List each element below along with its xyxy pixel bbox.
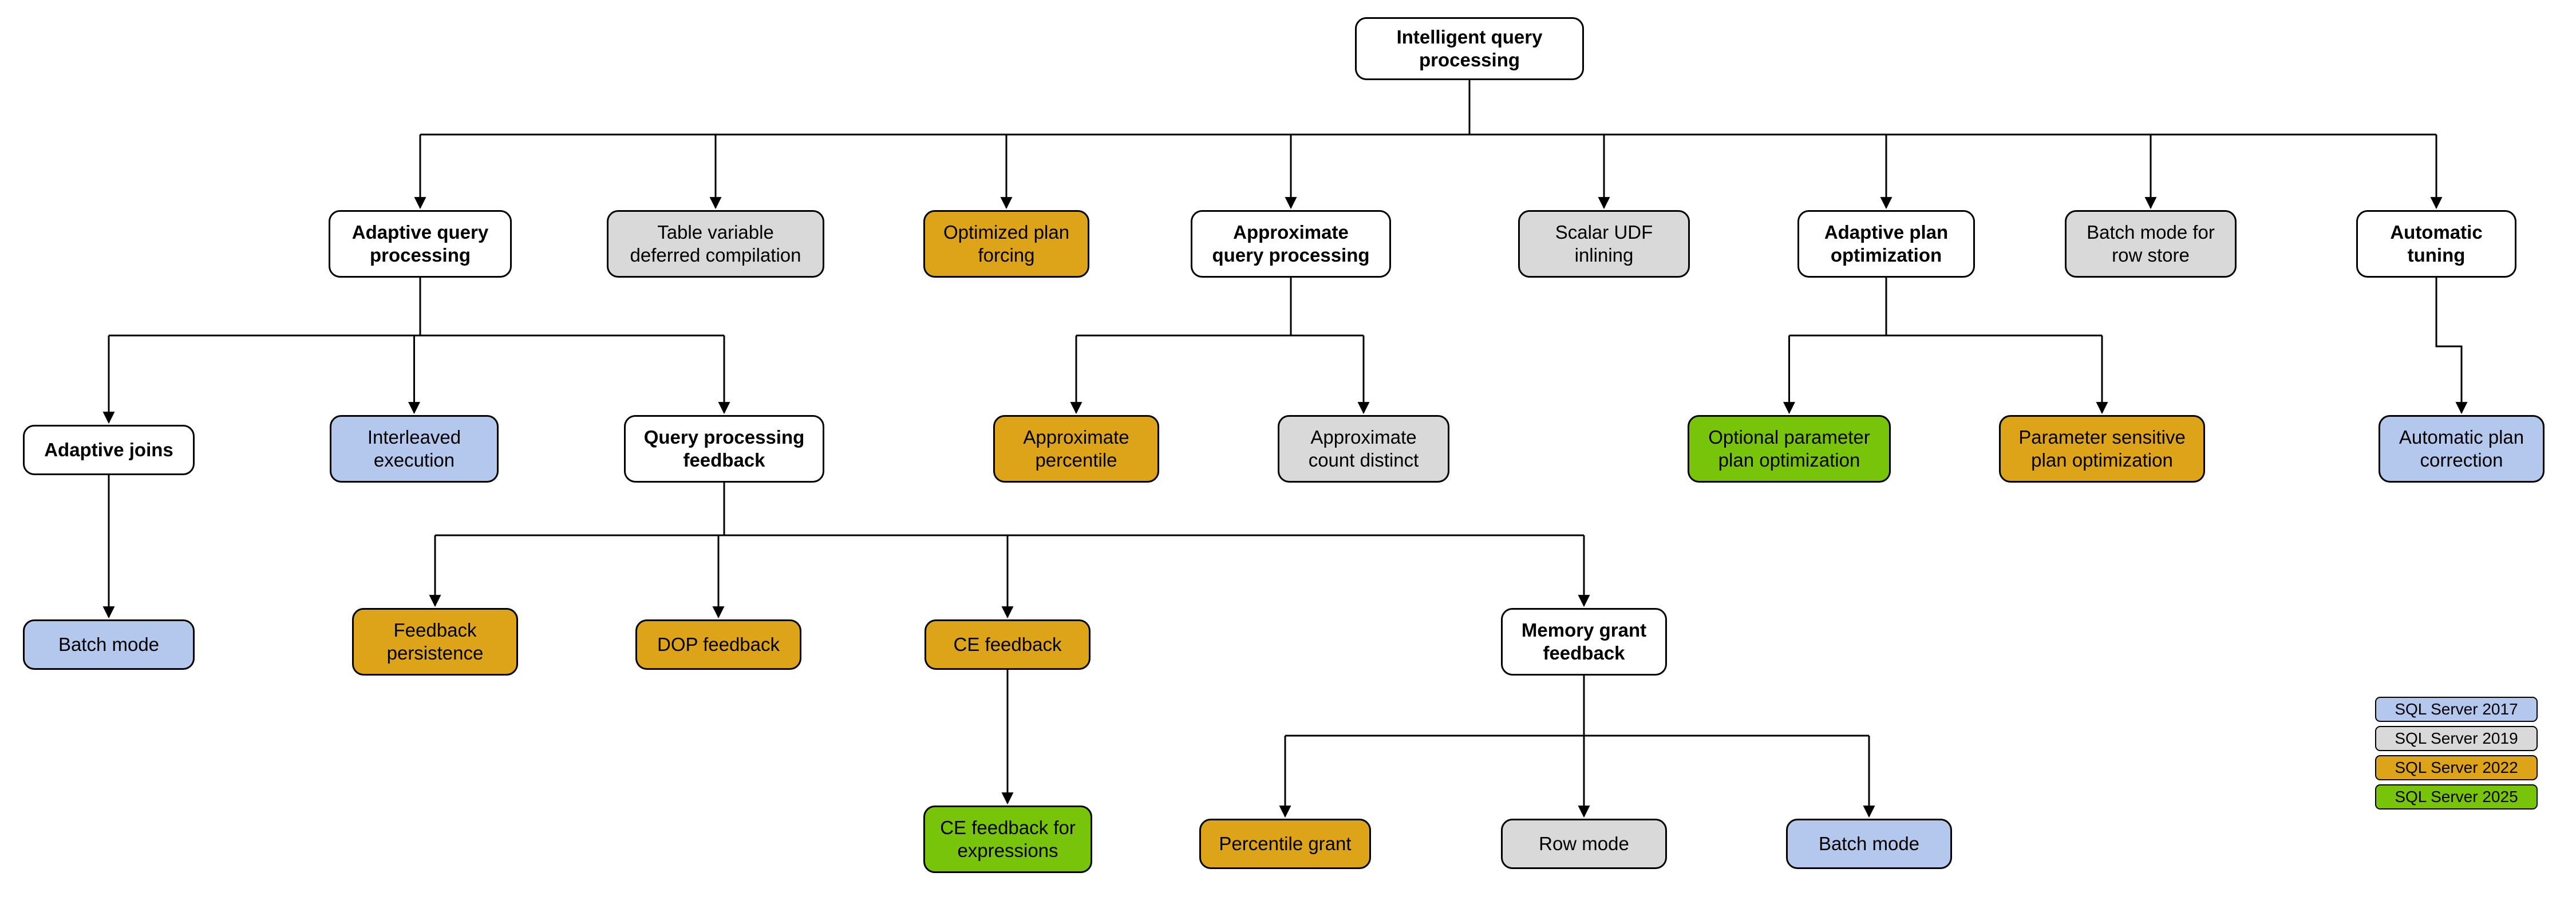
node-apo[interactable]: Adaptive plan optimization: [1797, 210, 1975, 278]
legend-item-sql-server-2022: SQL Server 2022: [2375, 755, 2538, 780]
node-cefbexpr[interactable]: CE feedback for expressions: [923, 806, 1092, 873]
node-autotune[interactable]: Automatic tuning: [2356, 210, 2516, 278]
node-dopfb[interactable]: DOP feedback: [635, 619, 801, 670]
node-aqp[interactable]: Adaptive query processing: [329, 210, 512, 278]
node-root[interactable]: Intelligent query processing: [1355, 17, 1584, 80]
node-acdistinct[interactable]: Approximate count distinct: [1278, 415, 1449, 483]
legend-item-sql-server-2019: SQL Server 2019: [2375, 726, 2538, 751]
node-mgf[interactable]: Memory grant feedback: [1501, 608, 1667, 676]
node-tvdc[interactable]: Table variable deferred compilation: [607, 210, 824, 278]
node-qpf[interactable]: Query processing feedback: [624, 415, 824, 483]
node-apercent[interactable]: Approximate percentile: [993, 415, 1159, 483]
node-apc[interactable]: Automatic plan correction: [2379, 415, 2545, 483]
node-opf[interactable]: Optimized plan forcing: [923, 210, 1089, 278]
node-udf[interactable]: Scalar UDF inlining: [1518, 210, 1690, 278]
node-bmrs[interactable]: Batch mode for row store: [2065, 210, 2237, 278]
node-pctgrant[interactable]: Percentile grant: [1199, 819, 1371, 869]
node-cefb[interactable]: CE feedback: [924, 619, 1091, 670]
legend-item-sql-server-2025: SQL Server 2025: [2375, 784, 2538, 810]
node-batchmode2[interactable]: Batch mode: [1786, 819, 1952, 869]
legend-item-sql-server-2017: SQL Server 2017: [2375, 697, 2538, 722]
connector-autotune-apc: [2435, 278, 2468, 414]
node-interleave[interactable]: Interleaved execution: [330, 415, 499, 483]
node-rowmode[interactable]: Row mode: [1501, 819, 1667, 869]
node-batchmode1[interactable]: Batch mode: [23, 619, 195, 670]
node-ajoins[interactable]: Adaptive joins: [23, 425, 195, 475]
node-approx[interactable]: Approximate query processing: [1191, 210, 1391, 278]
node-pspo[interactable]: Parameter sensitive plan optimization: [1999, 415, 2205, 483]
node-fbpersist[interactable]: Feedback persistence: [352, 608, 518, 676]
node-oppo[interactable]: Optional parameter plan optimization: [1688, 415, 1891, 483]
